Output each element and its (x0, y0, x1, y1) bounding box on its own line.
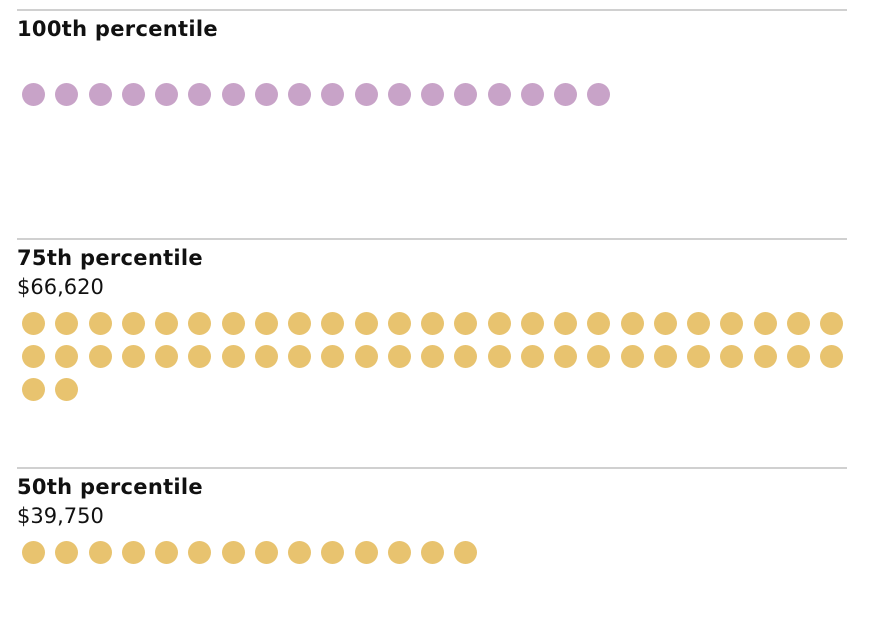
dot (520, 312, 544, 335)
dot (786, 345, 810, 368)
dot (786, 312, 810, 335)
dot (55, 541, 79, 564)
dot (720, 345, 744, 368)
dot (254, 83, 278, 106)
dot (354, 541, 378, 564)
dot (254, 345, 278, 368)
dot (587, 345, 611, 368)
dot (653, 312, 677, 335)
dot (22, 312, 45, 335)
dot (454, 312, 478, 335)
dot (387, 541, 411, 564)
dot (188, 345, 212, 368)
dot (55, 378, 79, 401)
dot (554, 345, 577, 368)
dot (155, 541, 178, 564)
dot (155, 345, 178, 368)
group-divider (17, 238, 847, 240)
dot (88, 312, 112, 335)
dot (687, 312, 710, 335)
dot (421, 83, 444, 106)
dot (121, 541, 145, 564)
dot (387, 83, 411, 106)
dot (720, 312, 744, 335)
dot (121, 345, 145, 368)
group-label: 75th percentile (17, 246, 203, 270)
dot (554, 312, 577, 335)
dot (88, 541, 112, 564)
dot (188, 83, 212, 106)
dot (22, 83, 45, 106)
group-label: 50th percentile (17, 475, 203, 499)
dot (22, 378, 45, 401)
dot (587, 312, 611, 335)
dot (221, 345, 245, 368)
dot (620, 345, 644, 368)
dot (687, 345, 710, 368)
group-divider (17, 9, 847, 11)
dot (55, 83, 79, 106)
dot (487, 83, 511, 106)
dot (520, 345, 544, 368)
dot (121, 312, 145, 335)
dot (22, 541, 45, 564)
dot (354, 345, 378, 368)
dot (288, 541, 311, 564)
dot (288, 345, 311, 368)
dot (421, 312, 444, 335)
dot (155, 312, 178, 335)
group-amount: $39,750 (17, 504, 104, 528)
dot (354, 312, 378, 335)
dot (653, 345, 677, 368)
dot (188, 312, 212, 335)
dot (55, 312, 79, 335)
dot (288, 83, 311, 106)
dot (321, 541, 345, 564)
dot (520, 83, 544, 106)
dot (753, 345, 777, 368)
dot (421, 541, 444, 564)
dot (221, 312, 245, 335)
dot (88, 345, 112, 368)
dot (820, 312, 843, 335)
dot (620, 312, 644, 335)
dot (387, 312, 411, 335)
dot (487, 345, 511, 368)
dot (221, 541, 245, 564)
dot (753, 312, 777, 335)
dot (487, 312, 511, 335)
dot (221, 83, 245, 106)
dot (387, 345, 411, 368)
dot (454, 345, 478, 368)
dot (121, 83, 145, 106)
dot (554, 83, 577, 106)
dot (22, 345, 45, 368)
dot (454, 83, 478, 106)
dot (254, 312, 278, 335)
dot (321, 83, 345, 106)
dot (354, 83, 378, 106)
dot (587, 83, 611, 106)
dot (421, 345, 444, 368)
dot (321, 312, 345, 335)
group-divider (17, 467, 847, 469)
dot (254, 541, 278, 564)
dot (454, 541, 478, 564)
dot (820, 345, 843, 368)
group-amount: $66,620 (17, 275, 104, 299)
group-label: 100th percentile (17, 17, 218, 41)
dot (321, 345, 345, 368)
dot (155, 83, 178, 106)
dot (288, 312, 311, 335)
dot (88, 83, 112, 106)
dot (188, 541, 212, 564)
dot (55, 345, 79, 368)
